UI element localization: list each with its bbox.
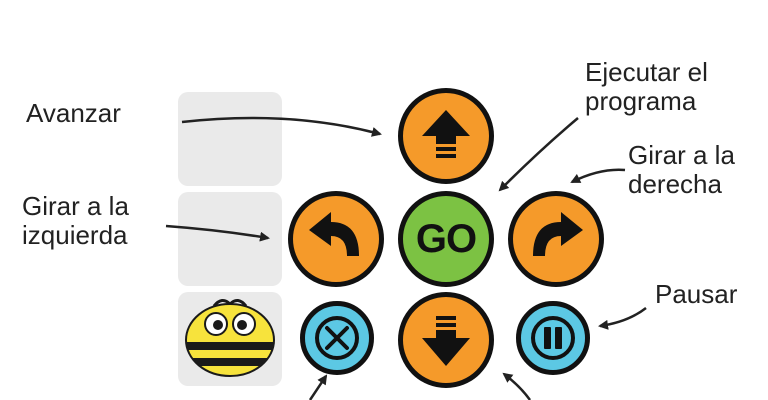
label-pause: Pausar [655, 280, 737, 309]
turn-left-button[interactable] [288, 191, 384, 287]
go-label: GO [416, 219, 476, 259]
turn-left-icon [305, 208, 367, 270]
program-slot-top [178, 92, 282, 186]
label-forward: Avanzar [26, 99, 121, 128]
label-turn-left: Girar a la izquierda [22, 192, 129, 250]
arrow-pause-callout [600, 308, 646, 326]
arrow-clear-callout [310, 376, 326, 400]
arrow-backward-callout [504, 374, 530, 400]
program-slot-middle [178, 192, 282, 286]
pause-button[interactable] [516, 301, 590, 375]
go-button[interactable]: GO [398, 191, 494, 287]
robot-slot [178, 292, 282, 386]
clear-button[interactable] [300, 301, 374, 375]
turn-right-icon [525, 208, 587, 270]
pause-icon [527, 312, 579, 364]
forward-button[interactable] [398, 88, 494, 184]
label-turn-right: Girar a la derecha [628, 141, 735, 199]
turn-right-button[interactable] [508, 191, 604, 287]
arrow-run-callout [500, 118, 578, 190]
backward-button[interactable] [398, 292, 494, 388]
arrow-turn-right-callout [572, 170, 625, 182]
x-icon [311, 312, 363, 364]
arrow-up-icon [416, 106, 476, 166]
bee-bot-icon [178, 292, 282, 386]
arrow-down-icon [416, 310, 476, 370]
label-run-program: Ejecutar el programa [585, 58, 708, 116]
